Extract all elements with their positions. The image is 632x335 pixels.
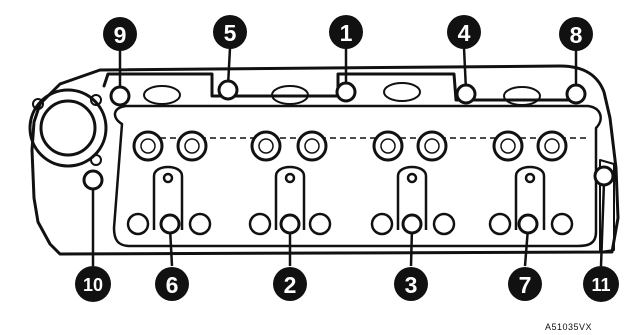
callout-badge-11 bbox=[583, 266, 619, 302]
callout-number-2: 2 bbox=[284, 272, 297, 298]
small-port bbox=[308, 212, 332, 236]
head-bolt-5 bbox=[217, 79, 239, 101]
callout-badge-6 bbox=[155, 267, 189, 301]
end-housing-inner bbox=[39, 99, 97, 157]
callout-number-11: 11 bbox=[591, 275, 610, 295]
valve-port bbox=[536, 130, 568, 162]
callout-number-10: 10 bbox=[83, 275, 103, 295]
small-port bbox=[126, 212, 150, 236]
end-housing-outer bbox=[28, 88, 108, 168]
spark-plug-boss bbox=[514, 165, 546, 230]
callout-badge-10 bbox=[75, 266, 111, 302]
small-port bbox=[550, 212, 574, 236]
end-housing-bolt-2 bbox=[90, 94, 102, 106]
head-bolt-6 bbox=[159, 213, 181, 235]
rail-oval-2 bbox=[271, 85, 309, 105]
callout-badge-1 bbox=[329, 15, 363, 49]
head-bolt-3 bbox=[401, 213, 423, 235]
callout-number-7: 7 bbox=[519, 272, 532, 298]
head-bolt-2 bbox=[279, 213, 301, 235]
small-port bbox=[488, 212, 512, 236]
end-housing-bolt-3 bbox=[90, 154, 102, 166]
callout-badge-5 bbox=[213, 15, 247, 49]
spark-plug-boss bbox=[396, 165, 428, 230]
head-bolt-4 bbox=[455, 83, 477, 105]
right-bracket bbox=[599, 159, 615, 253]
valve-port bbox=[416, 130, 448, 162]
valve-port bbox=[372, 130, 404, 162]
upper-rail bbox=[102, 72, 582, 102]
cylinder-head-outline bbox=[30, 64, 620, 256]
spark-plug-boss bbox=[274, 165, 306, 230]
callout-number-8: 8 bbox=[570, 22, 583, 48]
callout-number-5: 5 bbox=[224, 20, 237, 46]
callout-badge-9 bbox=[103, 17, 137, 51]
valve-port bbox=[132, 130, 164, 162]
valve-port bbox=[296, 130, 328, 162]
rail-oval-4 bbox=[503, 86, 541, 106]
end-housing-bolt-1 bbox=[32, 98, 44, 110]
rail-oval-1 bbox=[143, 85, 181, 105]
head-bolt-1 bbox=[335, 81, 357, 103]
callout-number-4: 4 bbox=[458, 20, 471, 46]
head-bolt-10 bbox=[82, 169, 104, 191]
callout-badge-3 bbox=[394, 267, 428, 301]
callout-badge-2 bbox=[273, 267, 307, 301]
small-port bbox=[370, 212, 394, 236]
valve-port bbox=[492, 130, 524, 162]
callout-badge-7 bbox=[508, 267, 542, 301]
callout-number-6: 6 bbox=[166, 272, 179, 298]
callout-badge-8 bbox=[559, 17, 593, 51]
callout-number-1: 1 bbox=[340, 20, 353, 46]
small-port bbox=[248, 212, 272, 236]
head-bolt-11 bbox=[593, 165, 615, 187]
head-bolt-7 bbox=[517, 213, 539, 235]
valve-port bbox=[250, 130, 282, 162]
head-bolt-8 bbox=[565, 83, 587, 105]
valve-port bbox=[176, 130, 208, 162]
callout-badge-4 bbox=[447, 15, 481, 49]
small-port bbox=[432, 212, 456, 236]
head-bolt-9 bbox=[109, 85, 131, 107]
spark-plug-boss bbox=[152, 165, 184, 230]
combustion-deck bbox=[112, 104, 602, 248]
callout-number-9: 9 bbox=[114, 22, 127, 48]
callout-number-3: 3 bbox=[405, 272, 418, 298]
small-port bbox=[188, 212, 212, 236]
rail-oval-3 bbox=[383, 82, 421, 102]
figure-code: A51035VX bbox=[544, 322, 592, 332]
